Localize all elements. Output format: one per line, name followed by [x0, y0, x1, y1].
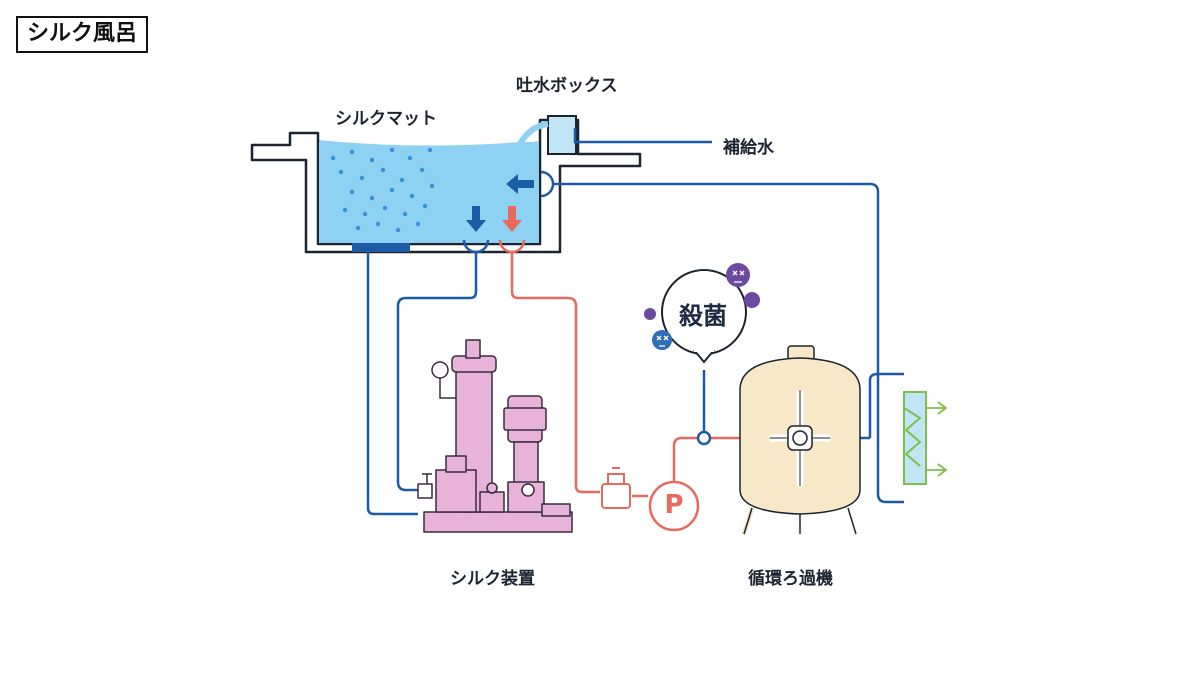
label-makeup-water: 補給水 — [723, 138, 774, 158]
bathtub — [250, 115, 712, 254]
spout-box — [547, 115, 577, 155]
pipe-suction-to-pump — [510, 252, 600, 494]
pipe-suction-to-device — [396, 252, 478, 492]
pipe-return-to-tub — [553, 182, 904, 504]
label-silk-mat: シルクマット — [335, 109, 437, 129]
pipe-pump-to-filter — [672, 436, 764, 484]
germ-icons — [644, 263, 760, 350]
label-sterilize: 殺菌 — [679, 302, 727, 330]
sterilize-bubble — [661, 269, 747, 364]
label-spout-box: 吐水ボックス — [516, 76, 618, 96]
pump-label: P — [664, 490, 684, 520]
flow-arrow-to-device — [466, 206, 486, 232]
label-filter: 循環ろ過機 — [748, 569, 833, 589]
pipe-mat-to-device — [366, 252, 418, 516]
page-title: シルク風呂 — [16, 16, 149, 53]
spout-stream — [517, 121, 549, 146]
filter-tank — [739, 345, 861, 535]
flow-arrow-to-filter — [502, 206, 522, 232]
germ-icon — [644, 308, 656, 320]
germ-icon — [652, 330, 672, 350]
germ-icon — [744, 292, 760, 308]
pump — [648, 480, 700, 532]
makeup-water-pipe — [573, 128, 712, 144]
tub-wall — [250, 118, 642, 254]
silk-mat — [352, 243, 410, 252]
silk-device — [417, 339, 573, 533]
germ-icon — [726, 263, 750, 287]
sterilizer-injection-point — [696, 430, 712, 446]
heater — [903, 391, 948, 485]
strainer — [601, 467, 631, 509]
device-pressure-gauge — [431, 361, 449, 379]
silk-bubbles — [330, 147, 435, 233]
label-silk-device: シルク装置 — [450, 569, 535, 589]
flow-arrow-return — [506, 174, 534, 194]
